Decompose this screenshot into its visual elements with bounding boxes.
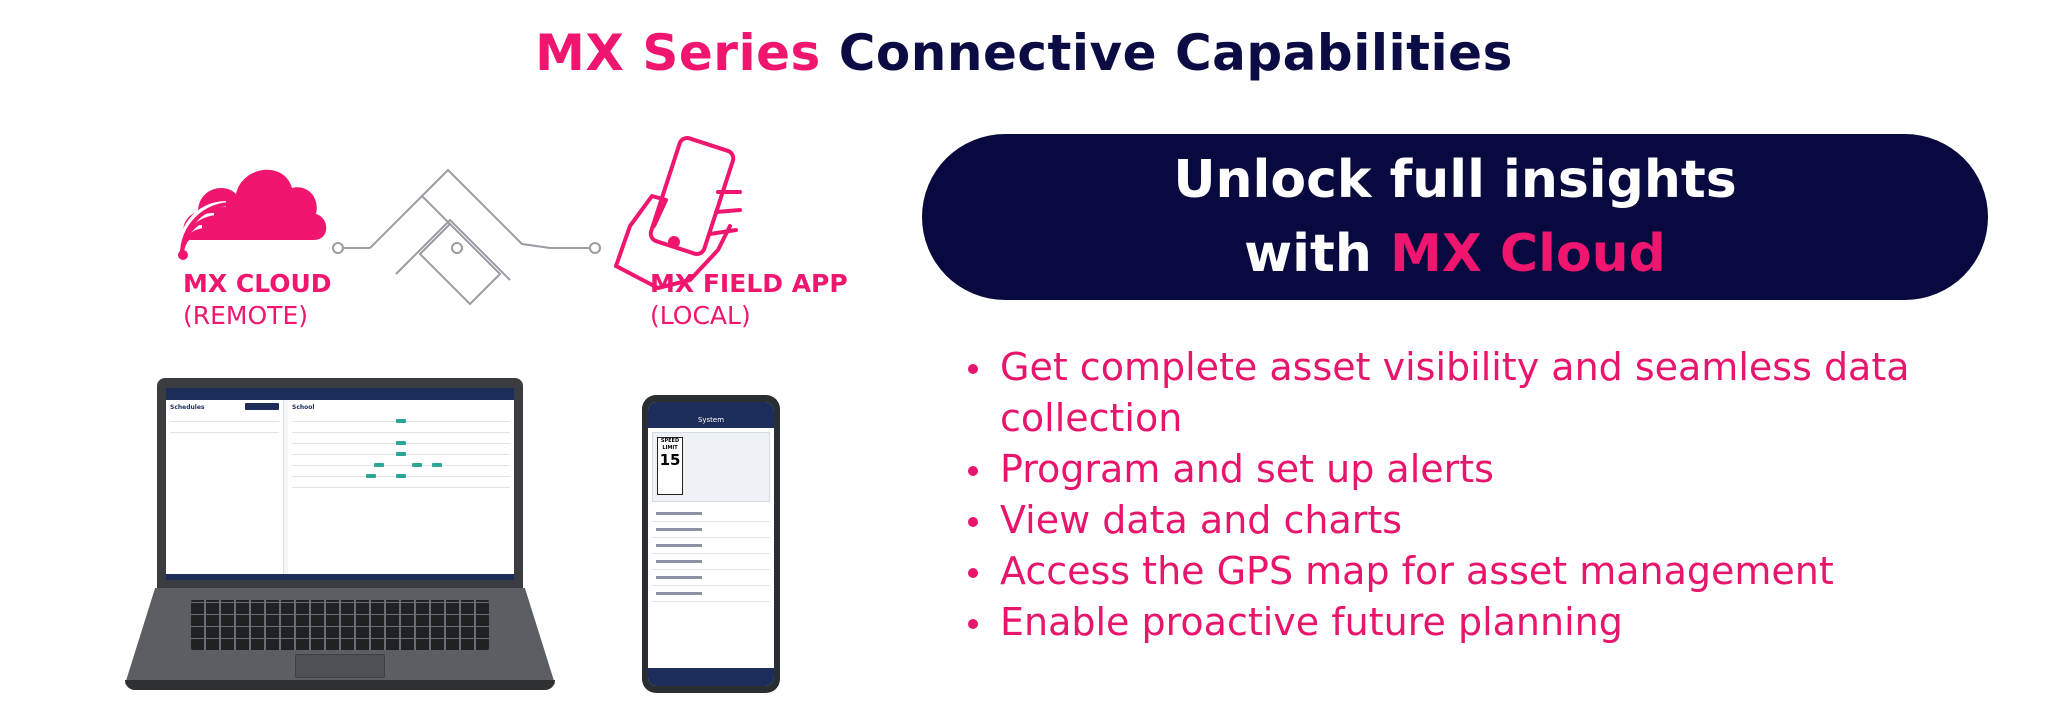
cloud-label: MX CLOUD (REMOTE) xyxy=(183,268,332,332)
laptop-trackpad xyxy=(295,654,385,678)
speed-sign: SPEED LIMIT 15 xyxy=(657,437,683,495)
laptop-screen-row xyxy=(292,474,510,478)
list-item xyxy=(652,554,770,570)
laptop-screen-row xyxy=(292,419,510,423)
laptop-screen-row xyxy=(170,432,279,433)
speed-sign-number: 15 xyxy=(659,451,681,469)
feature-list: Get complete asset visibility and seamle… xyxy=(966,342,2026,648)
phone-status-card: SPEED LIMIT 15 xyxy=(652,432,770,502)
list-item xyxy=(652,570,770,586)
phone-image: System SPEED LIMIT 15 xyxy=(642,395,780,693)
laptop-screen-left-heading: Schedules xyxy=(170,404,205,411)
laptop-screen-row xyxy=(292,441,510,445)
circuit-connector-icon xyxy=(332,168,601,306)
list-item: Access the GPS map for asset management xyxy=(966,546,2026,597)
laptop-screen: Schedules School xyxy=(166,388,514,580)
laptop-screen-sidebar: Schedules xyxy=(166,400,284,580)
cloud-label-title: MX CLOUD xyxy=(183,269,332,298)
laptop-base-edge xyxy=(125,680,555,690)
list-item: Get complete asset visibility and seamle… xyxy=(966,342,2026,444)
phone-tabbar xyxy=(648,668,774,686)
phone-header: System xyxy=(648,402,774,428)
laptop-screen-row xyxy=(292,432,510,433)
laptop-lid: Schedules School xyxy=(157,378,523,594)
list-item: Program and set up alerts xyxy=(966,444,2026,495)
title-accent: MX Series xyxy=(535,24,821,82)
phone-menu xyxy=(652,506,770,602)
list-item: Enable proactive future planning xyxy=(966,597,2026,648)
banner-highlight: MX Cloud xyxy=(1389,224,1666,284)
cloud-label-sub: (REMOTE) xyxy=(183,301,308,330)
list-item xyxy=(652,522,770,538)
laptop-image: Schedules School xyxy=(125,378,555,698)
laptop-screen-footer xyxy=(166,574,514,580)
speed-sign-top: SPEED LIMIT xyxy=(660,438,680,451)
cloud-wifi-icon xyxy=(178,169,327,260)
connectivity-graphic xyxy=(178,136,742,306)
insights-banner: Unlock full insights with MX Cloud xyxy=(922,134,1988,300)
banner-line-2-prefix: with xyxy=(1244,224,1390,284)
laptop-screen-navbar xyxy=(166,388,514,400)
page-title: MX Series Connective Capabilities xyxy=(0,24,2048,82)
hand-phone-icon xyxy=(614,136,742,290)
laptop-screen-row xyxy=(292,487,510,488)
phone-screen: System SPEED LIMIT 15 xyxy=(648,402,774,686)
field-app-label-title: MX FIELD APP xyxy=(650,269,848,298)
field-app-label: MX FIELD APP (LOCAL) xyxy=(650,268,848,332)
title-main: Connective Capabilities xyxy=(838,24,1513,82)
laptop-screen-right-heading: School xyxy=(292,404,315,411)
field-app-label-sub: (LOCAL) xyxy=(650,301,751,330)
list-item xyxy=(652,586,770,602)
laptop-screen-row xyxy=(292,452,510,456)
list-item xyxy=(652,506,770,522)
laptop-keyboard-rows xyxy=(191,600,489,650)
laptop-screen-main: School xyxy=(288,400,514,580)
laptop-screen-row xyxy=(292,463,510,467)
list-item: View data and charts xyxy=(966,495,2026,546)
banner-line-2: with MX Cloud xyxy=(1244,217,1666,291)
list-item xyxy=(652,538,770,554)
laptop-screen-button xyxy=(245,403,279,410)
banner-line-1: Unlock full insights xyxy=(1173,150,1737,210)
laptop-screen-row xyxy=(170,421,279,422)
